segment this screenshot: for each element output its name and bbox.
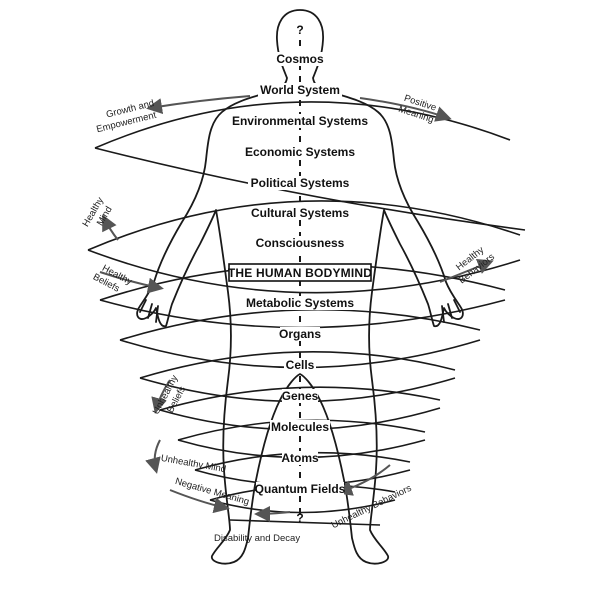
level-human-bodymind: THE HUMAN BODYMIND <box>228 266 372 280</box>
body-outline <box>136 9 464 565</box>
level-environmental-systems: Environmental Systems <box>232 114 368 128</box>
level-cells: Cells <box>286 358 315 372</box>
healthy-beliefs-label: Healthy Beliefs <box>91 261 136 300</box>
top-question-mark: ? <box>296 23 303 37</box>
healthy-mind-label: Healthy Mind <box>80 193 117 235</box>
unhealthy-mind-arrow <box>145 439 161 474</box>
negative-meaning-label: Negative Meaning <box>174 476 251 508</box>
level-genes: Genes <box>282 389 319 403</box>
level-atoms: Atoms <box>281 451 319 465</box>
unhealthy-beliefs-arrow <box>151 379 171 414</box>
unhealthy-behaviors-arrow <box>336 464 391 496</box>
unhealthy-mind-label: Unhealthy Mind <box>160 453 227 475</box>
level-political-systems: Political Systems <box>251 176 350 190</box>
level-quantum-fields: Quantum Fields <box>255 482 346 496</box>
growth-arrow <box>146 95 251 115</box>
unhealthy-beliefs-label: Unhealthy Beliefs <box>151 371 193 422</box>
positive-meaning-label: Positive Meaning <box>397 92 440 126</box>
level-labels: Cosmos World System Environmental System… <box>228 52 372 496</box>
negative-meaning-arrow <box>169 489 230 514</box>
growth-label: Growth and Empowerment <box>92 97 160 135</box>
level-consciousness: Consciousness <box>256 236 345 250</box>
disability-label: Disability and Decay <box>214 533 300 544</box>
healthy-mind-arrow <box>102 214 119 241</box>
bottom-question-mark: ? <box>296 511 303 525</box>
positive-arrow <box>359 97 452 122</box>
level-cosmos: Cosmos <box>276 52 324 66</box>
level-molecules: Molecules <box>271 420 329 434</box>
healthy-behaviors-arrow <box>439 259 494 283</box>
bodymind-box <box>228 263 372 282</box>
lower-arrow <box>254 505 291 522</box>
level-world-system: World System <box>260 83 340 97</box>
level-cultural-systems: Cultural Systems <box>251 206 349 220</box>
spiral-arrows <box>99 95 494 522</box>
level-economic-systems: Economic Systems <box>245 145 355 159</box>
level-metabolic-systems: Metabolic Systems <box>246 296 354 310</box>
level-organs: Organs <box>279 327 321 341</box>
healthy-beliefs-arrow <box>99 271 164 294</box>
healthy-behaviors-label: Healthy Behaviors <box>449 242 497 286</box>
